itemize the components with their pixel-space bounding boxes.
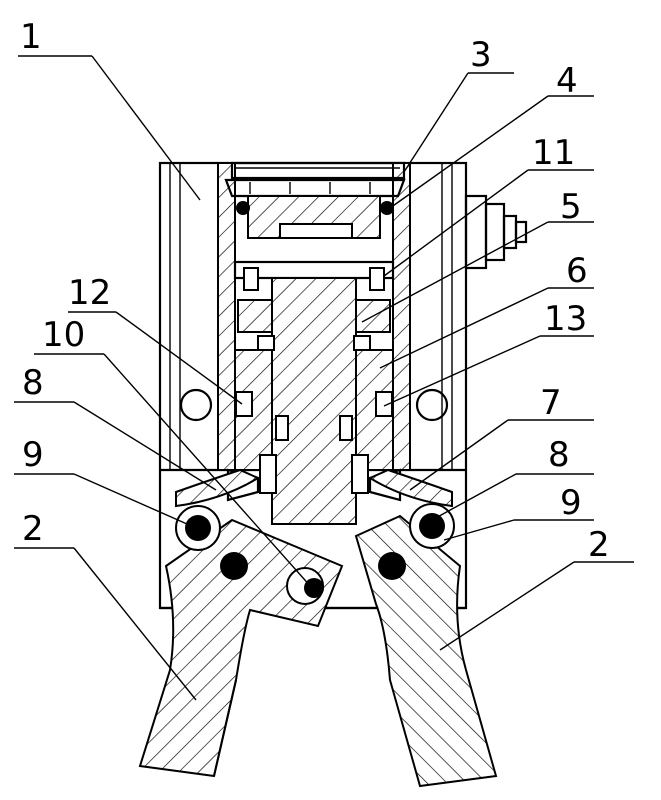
label-1: 1 — [20, 17, 42, 57]
label-6: 6 — [566, 251, 588, 291]
o-ring-left — [236, 201, 250, 215]
label-4: 4 — [556, 61, 578, 101]
label-9-right: 9 — [560, 483, 582, 523]
label-8-right: 8 — [548, 435, 570, 475]
label-9-left: 9 — [22, 435, 44, 475]
top-cap — [226, 163, 404, 238]
label-12: 12 — [68, 273, 111, 313]
label-13: 13 — [544, 299, 587, 339]
label-5: 5 — [560, 187, 582, 227]
label-11: 11 — [532, 133, 575, 173]
label-2-left: 2 — [22, 509, 44, 549]
o-ring-right — [380, 201, 394, 215]
label-7: 7 — [540, 383, 562, 423]
left-jaw — [140, 506, 342, 776]
label-2-right: 2 — [588, 525, 610, 565]
label-3: 3 — [470, 35, 492, 75]
right-jaw — [356, 504, 496, 786]
label-10: 10 — [42, 315, 85, 355]
label-8-left: 8 — [22, 363, 44, 403]
housing-hole-left — [181, 390, 211, 420]
